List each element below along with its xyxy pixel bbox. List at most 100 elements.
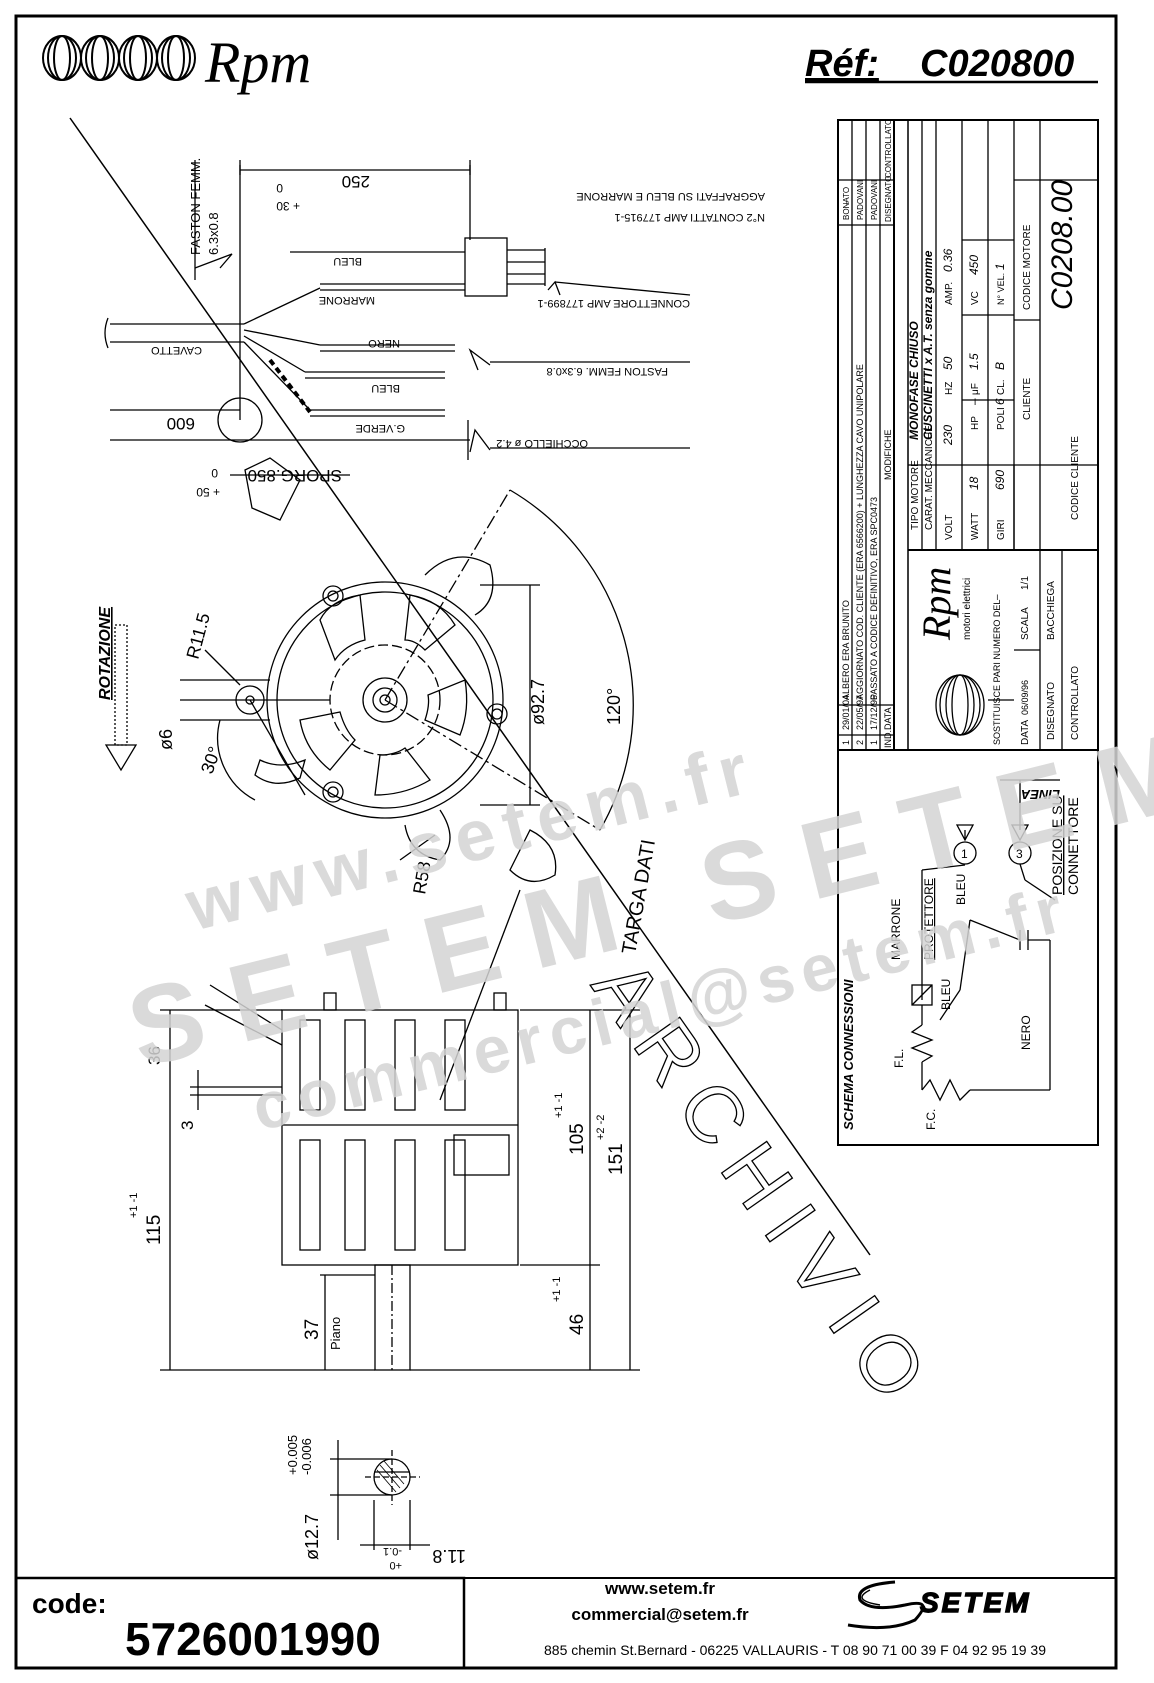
rev-2-by: PADOVANI [856,180,865,220]
dim-250: 250 [342,172,370,191]
label-fastom-femm-top: FASTON FEMM. [188,158,203,255]
value-cl: B [993,362,1007,370]
value-amp: 0.36 [941,248,955,272]
rev-1-date: 29/01/04 [841,695,851,730]
dim-600: 600 [167,414,195,433]
label-fl: F.L. [892,1049,906,1068]
note-contacts-1: AGGRAFFATI SU BLEU E MARRONE [576,190,765,202]
motor-side-view [160,984,640,1371]
label-scala: SCALA [1020,607,1031,640]
wiring-labels: FASTON FEMM. 6.3x0.8 250 0 + 30 AGGRAFFA… [151,158,765,499]
dim-46: 46 [567,1314,588,1335]
label-posizione-su: POSIZIONE SU [1049,795,1065,895]
footer-web: www.setem.fr [604,1579,715,1598]
tol-shaft-lower: -0.006 [299,1438,314,1475]
value-codice-motore: C0208.00 [1046,180,1079,310]
label-cl: CL. [996,379,1007,395]
rev-1-text: ALBERO ERA BRUNITO [841,600,851,700]
col-ind: IND. [883,730,893,748]
note-contacts-2: N°2 CONTATTI AMP 177915-1 [614,211,765,223]
value-n-vel: 1 [993,263,1007,270]
code-value: 5726001990 [125,1613,381,1665]
setem-logo-text: SETEM [920,1587,1031,1618]
block-brand: Rpm [914,567,959,641]
tol-50-zero: 0 [211,466,218,480]
value-sostituisce: – [992,594,1003,600]
ref-value: C020800 [920,43,1074,85]
tol-50-plus: + 50 [196,485,220,499]
label-schema-bleu-2: BLEU [939,979,953,1010]
tol-151: +2 -2 [595,1115,607,1140]
tol-shaft-upper: +0.005 [285,1435,300,1475]
label-volt: VOLT [944,515,955,540]
dim-36: 36 [145,1046,164,1065]
label-uf: μF [970,383,981,395]
motor-front-view [104,489,634,1101]
note-connector: CONNETTORE AMP 177899-1 [538,297,690,309]
label-amp: AMP. [944,282,955,305]
dim-120deg: 120° [604,688,624,725]
label-carat: CARAT. MECCANICHE [924,425,935,530]
tol-46: +1 -1 [551,1277,563,1302]
dim-151: 151 [606,1143,627,1175]
code-box [14,1576,466,1670]
label-piano: Piano [328,1317,343,1350]
dim-115: 115 [144,1215,165,1245]
value-watt: 18 [967,476,981,490]
label-n-vel: N° VEL. [996,273,1006,305]
dim-3: 3 [178,1121,197,1130]
value-hz: 50 [941,356,955,370]
value-hp: – [967,398,981,405]
title-block [837,119,1099,751]
dim-sporg: SPORG.850 [248,466,343,485]
label-fc: F.C. [924,1109,938,1130]
label-codice-cliente: CODICE CLIENTE [1070,436,1081,520]
footer-email: commercial@setem.fr [571,1605,749,1624]
code-label: code: [32,1588,107,1619]
label-poli: POLI [996,407,1007,430]
label-wire-bleu-mid: BLEU [371,382,400,394]
dim-105: 105 [567,1123,588,1155]
col-modifiche: MODIFICHE [883,430,893,481]
label-linea: LINEA [1021,787,1060,802]
dim-d92-7: ø92.7 [528,679,548,725]
label-cavetto: CAVETTO [151,344,202,356]
label-pos-3: 3 [1016,847,1023,861]
col-controllato: CONTROLLATO [884,119,893,178]
label-cliente: CLIENTE [1022,377,1033,420]
value-poli: 6 [993,398,1007,405]
tol-115: +1 -1 [128,1193,140,1218]
label-schema-bleu-1: BLEU [954,874,968,905]
note-occhiello: OCCHIELLO ø 4.2 [496,437,588,449]
rev-3-date: 17/12/96 [869,695,879,730]
sheet-frame [14,14,1118,1670]
value-tipo-motore: MONOFASE CHIUSO [907,321,921,440]
tol-105: +1 -1 [553,1093,565,1118]
rev-1-by: BONATO [842,187,851,220]
dim-37: 37 [302,1319,323,1340]
label-codice-motore: CODICE MOTORE [1022,224,1033,310]
value-vc: 450 [967,255,981,275]
col-data: DATA [883,707,893,730]
schema-title: SCHEMA CONNESSIONI [841,979,856,1130]
value-scala: 1/1 [1020,576,1031,590]
value-carat: CUSCINETTI x A.T. senza gomme [921,250,935,440]
dim-d12-7: ø12.7 [302,1514,322,1560]
label-giri: GIRI [996,519,1007,540]
label-wire-marrone: MARRONE [319,294,375,306]
label-sostituisce: SOSTITUISCE PARI NUMERO DEL [992,600,1002,745]
tol-flat-2: +0 [389,1559,402,1571]
rev-2-ind: 2 [855,740,865,745]
label-controllato: CONTROLLATO [1070,666,1081,740]
label-connettore: CONNETTORE [1065,797,1081,895]
rev-3-text: PASSATO A CODICE DEFINITIVO, ERA SPC0473 [869,497,879,700]
label-wire-nero: NERO [368,337,400,349]
brand-name: Rpm [204,30,311,95]
rpm-logo: Rpm [42,30,311,95]
side-view-labels: 36 3 115 +1 -1 105 +1 -1 151 +2 -2 46 +1… [128,1046,627,1350]
label-tipo-motore: TIPO MOTORE [910,460,921,530]
label-watt: WATT [970,513,981,540]
label-pos-1: 1 [961,847,968,861]
rev-dash: – [841,200,851,205]
label-data: DATA [1020,719,1031,745]
